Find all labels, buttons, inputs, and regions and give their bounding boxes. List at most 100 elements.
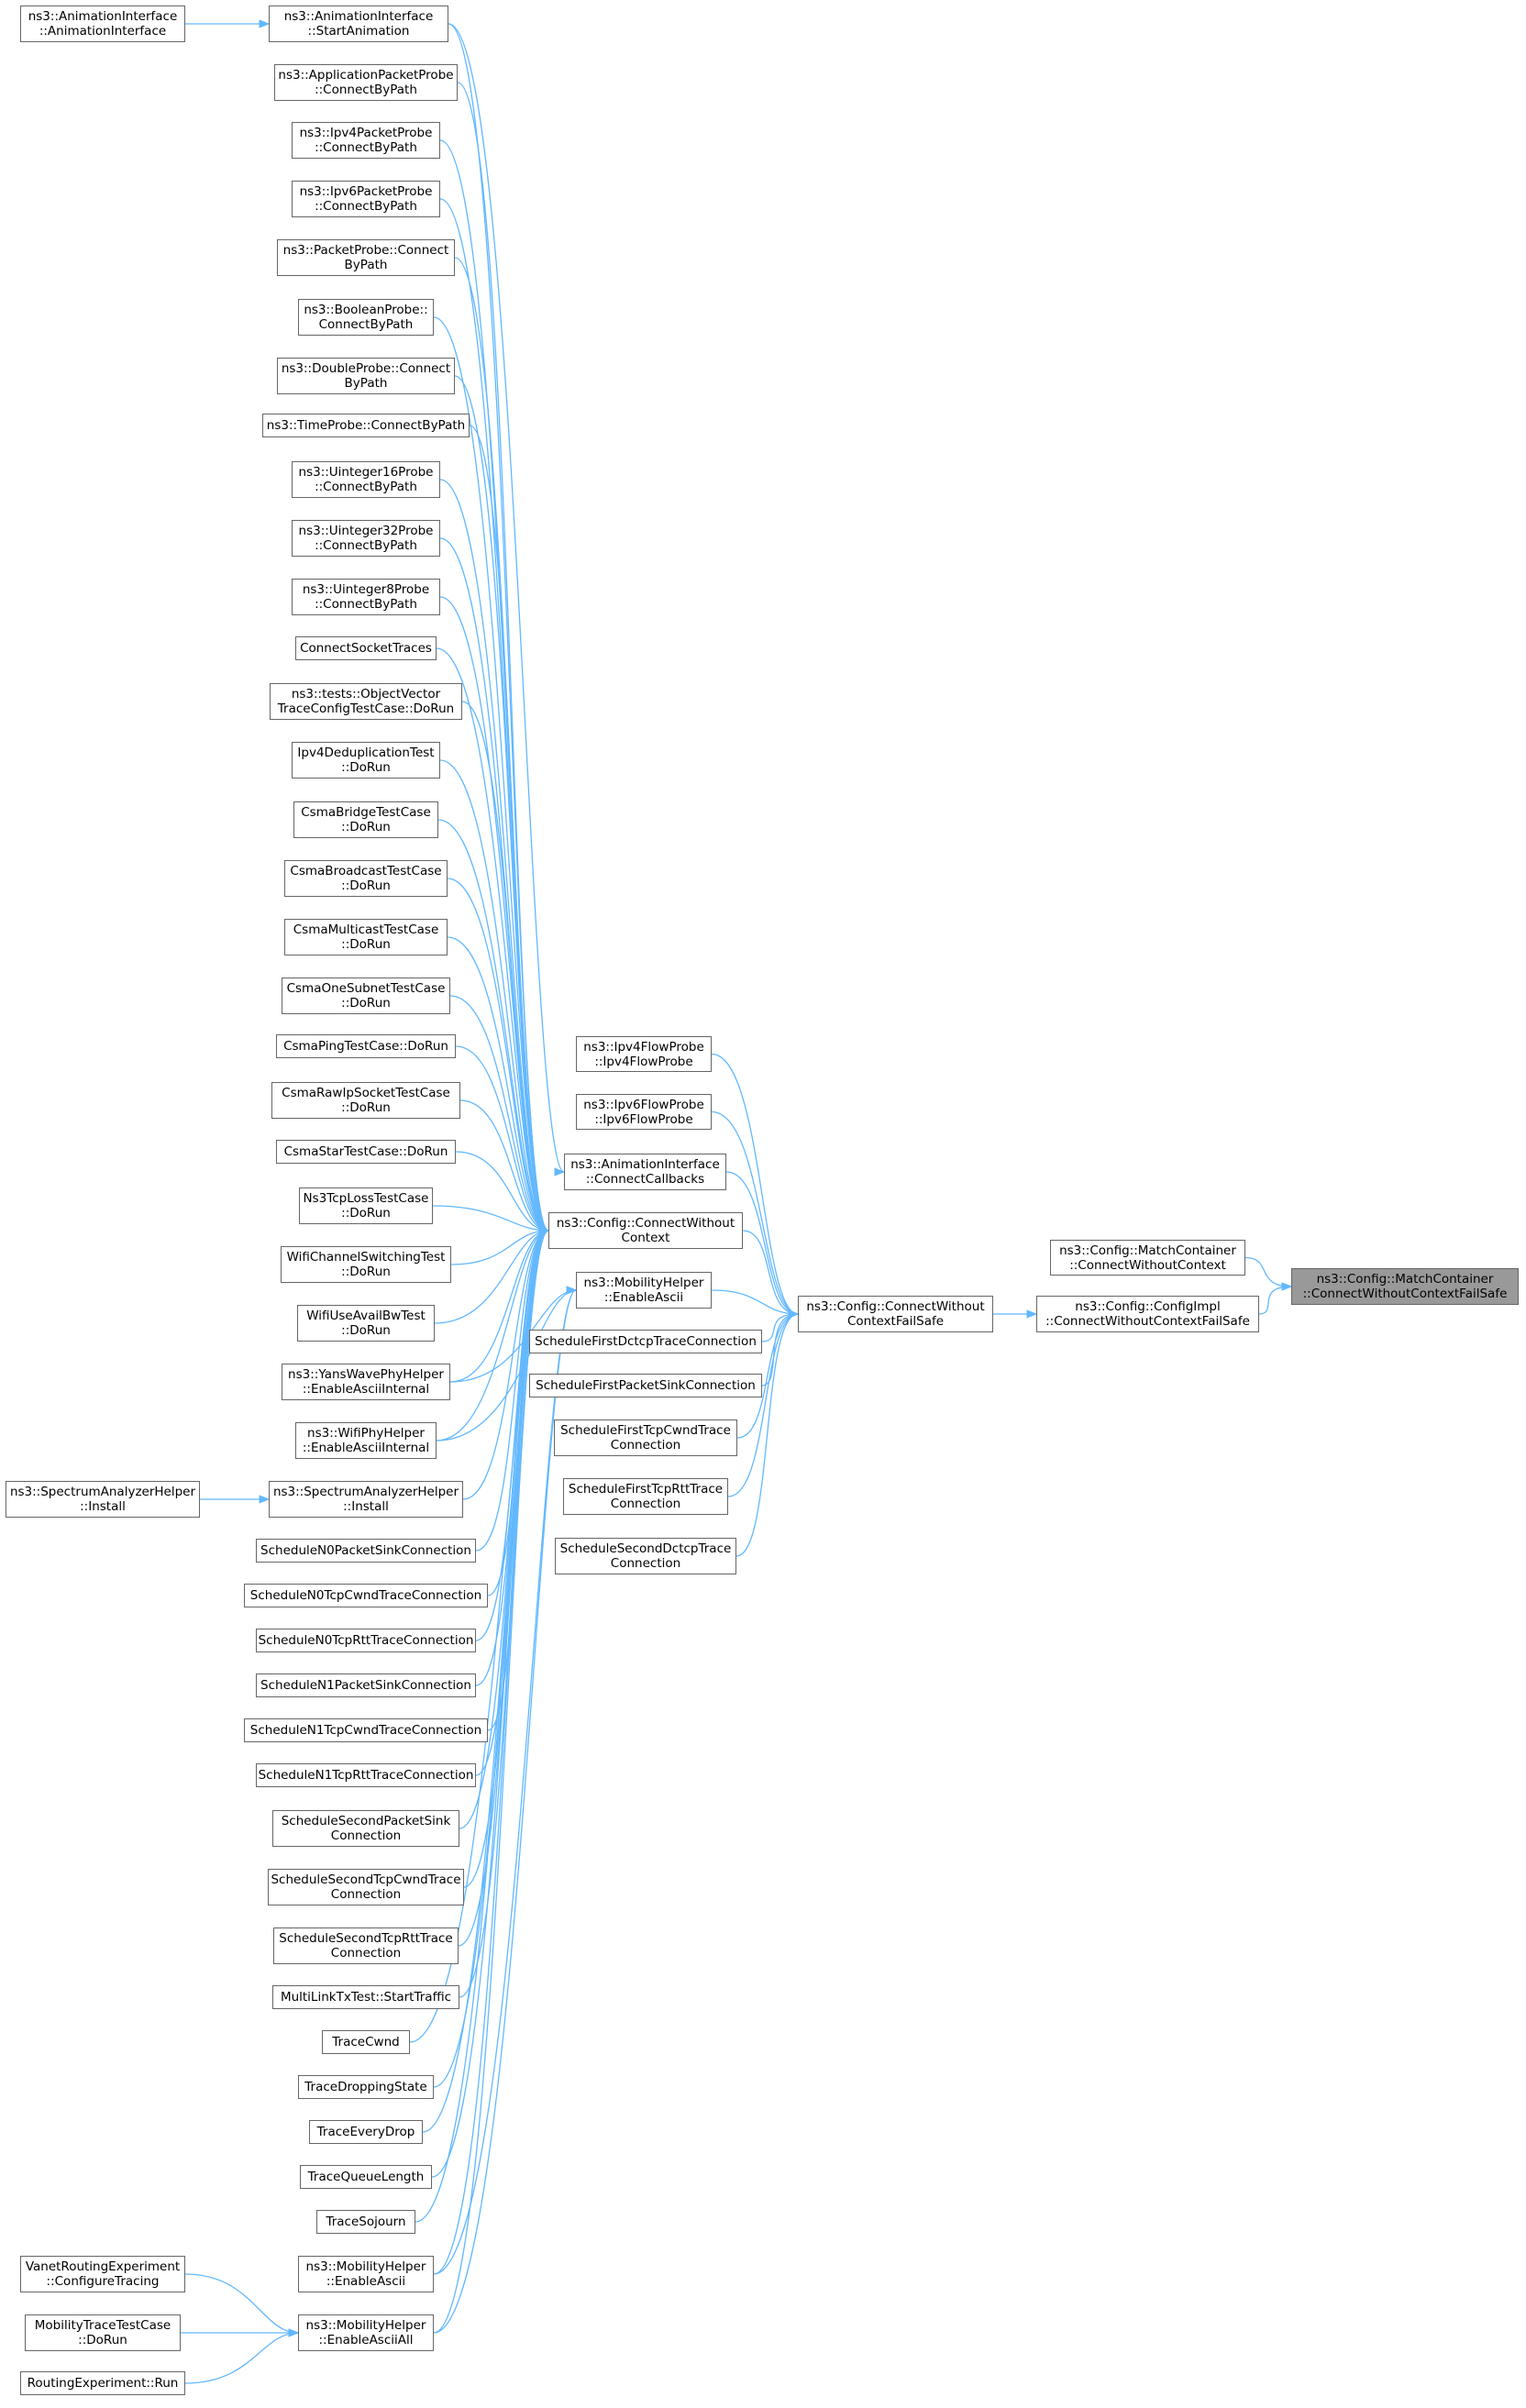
node-ipv6-flow-probe[interactable]: ns3::Ipv6FlowProbe::Ipv6FlowProbe bbox=[576, 1094, 712, 1130]
node-trace-cwnd[interactable]: TraceCwnd bbox=[322, 2030, 410, 2054]
node-label-line: ns3::AnimationInterface bbox=[28, 9, 178, 24]
node-wifi-use-avail-bw[interactable]: WifiUseAvailBwTest::DoRun bbox=[297, 1305, 435, 1342]
edge-wph-to-mhea bbox=[436, 1286, 578, 1441]
node-label-line: CsmaRawIpSocketTestCase bbox=[282, 1086, 450, 1100]
node-connect-socket-traces[interactable]: ConnectSocketTraces bbox=[295, 636, 437, 660]
node-wifi-phy-helper[interactable]: ns3::WifiPhyHelper::EnableAsciiInternal bbox=[295, 1422, 437, 1459]
node-routing-experiment-run[interactable]: RoutingExperiment::Run bbox=[20, 2371, 185, 2395]
node-schedule-n1-packet-sink[interactable]: ScheduleN1PacketSinkConnection bbox=[256, 1673, 476, 1697]
edge-csmastar-to-cwc bbox=[455, 1151, 550, 1235]
edge-sn1ps-to-cwc bbox=[475, 1226, 550, 1686]
node-uinteger8-probe[interactable]: ns3::Uinteger8Probe::ConnectByPath bbox=[292, 579, 440, 615]
node-label-line: ::DoRun bbox=[341, 1323, 391, 1338]
node-label-line: ScheduleSecondTcpCwndTrace bbox=[271, 1872, 461, 1887]
node-spectrum-analyzer-install-caller[interactable]: ns3::SpectrumAnalyzerHelper::Install bbox=[6, 1481, 200, 1518]
node-multilink-start-traffic[interactable]: MultiLinkTxTest::StartTraffic bbox=[272, 1985, 459, 2009]
node-label-line: ns3::ApplicationPacketProbe bbox=[278, 68, 454, 83]
edge-csmaping-to-cwc bbox=[455, 1045, 550, 1235]
node-schedule-n0-cwnd[interactable]: ScheduleN0TcpCwndTraceConnection bbox=[244, 1584, 488, 1607]
node-schedule-first-packet-sink[interactable]: ScheduleFirstPacketSinkConnection bbox=[529, 1374, 762, 1397]
node-time-probe[interactable]: ns3::TimeProbe::ConnectByPath bbox=[262, 414, 470, 437]
node-app-packet-probe[interactable]: ns3::ApplicationPacketProbe::ConnectByPa… bbox=[274, 64, 458, 101]
node-label-line: ns3::Config::ConfigImpl bbox=[1075, 1299, 1221, 1314]
node-mobility-enable-ascii-all[interactable]: ns3::MobilityHelper::EnableAsciiAll bbox=[298, 2314, 434, 2351]
node-label-line: ::DoRun bbox=[341, 878, 391, 893]
node-trace-every-drop[interactable]: TraceEveryDrop bbox=[309, 2120, 423, 2144]
node-label-line: ns3::SpectrumAnalyzerHelper bbox=[272, 1485, 459, 1499]
node-schedule-n1-rtt[interactable]: ScheduleN1TcpRttTraceConnection bbox=[256, 1763, 476, 1787]
node-csma-star[interactable]: CsmaStarTestCase::DoRun bbox=[276, 1140, 456, 1164]
node-vanet-configure-tracing[interactable]: VanetRoutingExperiment::ConfigureTracing bbox=[20, 2256, 185, 2292]
node-label-line: Ns3TcpLossTestCase bbox=[303, 1191, 429, 1206]
node-ns3-tcp-loss[interactable]: Ns3TcpLossTestCase::DoRun bbox=[299, 1187, 433, 1224]
edge-ipv4dd-to-cwc bbox=[439, 759, 550, 1235]
node-root[interactable]: ns3::Config::MatchContainer::ConnectWith… bbox=[1291, 1268, 1519, 1305]
node-csma-multicast[interactable]: CsmaMulticastTestCase::DoRun bbox=[284, 919, 448, 955]
node-label-line: Connection bbox=[330, 1946, 402, 1961]
node-label-line: TraceQueueLength bbox=[307, 2170, 425, 2184]
node-label-line: ::ConnectByPath bbox=[315, 83, 417, 97]
node-label-line: Connection bbox=[610, 1497, 681, 1511]
node-ipv6-packet-probe[interactable]: ns3::Ipv6PacketProbe::ConnectByPath bbox=[292, 181, 440, 217]
node-csma-ping[interactable]: CsmaPingTestCase::DoRun bbox=[276, 1034, 456, 1058]
node-schedule-first-dctcp[interactable]: ScheduleFirstDctcpTraceConnection bbox=[529, 1330, 762, 1353]
node-mobility-enable-ascii[interactable]: ns3::MobilityHelper::EnableAscii bbox=[576, 1272, 712, 1309]
node-label-line: ConnectByPath bbox=[318, 317, 414, 332]
node-animation-start[interactable]: ns3::AnimationInterface::StartAnimation bbox=[269, 6, 448, 42]
node-trace-queue-length[interactable]: TraceQueueLength bbox=[300, 2165, 432, 2189]
node-schedule-n0-packet-sink[interactable]: ScheduleN0PacketSinkConnection bbox=[256, 1539, 476, 1563]
node-ipv4-flow-probe[interactable]: ns3::Ipv4FlowProbe::Ipv4FlowProbe bbox=[576, 1036, 712, 1072]
edge-wph-to-cwc bbox=[436, 1226, 550, 1441]
node-label-line: ScheduleN0TcpRttTraceConnection bbox=[258, 1633, 474, 1648]
node-label-line: ::DoRun bbox=[341, 1100, 391, 1115]
node-schedule-n0-rtt[interactable]: ScheduleN0TcpRttTraceConnection bbox=[256, 1629, 476, 1652]
node-label-line: TraceCwnd bbox=[332, 2035, 400, 2049]
node-label-line: ::ConnectWithoutContextFailSafe bbox=[1302, 1287, 1508, 1301]
node-mobility-trace-test[interactable]: MobilityTraceTestCase::DoRun bbox=[25, 2314, 181, 2351]
node-mobility-enable-ascii-2[interactable]: ns3::MobilityHelper::EnableAscii bbox=[298, 2256, 434, 2292]
node-label-line: ScheduleSecondPacketSink bbox=[281, 1814, 451, 1828]
node-animation-connect-callbacks[interactable]: ns3::AnimationInterface::ConnectCallback… bbox=[564, 1154, 726, 1190]
node-csma-one-subnet[interactable]: CsmaOneSubnetTestCase::DoRun bbox=[282, 978, 450, 1014]
node-boolean-probe[interactable]: ns3::BooleanProbe::ConnectByPath bbox=[298, 299, 434, 336]
node-label-line: MultiLinkTxTest::StartTraffic bbox=[280, 1990, 452, 2005]
node-schedule-n1-cwnd[interactable]: ScheduleN1TcpCwndTraceConnection bbox=[244, 1718, 488, 1742]
node-uinteger16-probe[interactable]: ns3::Uinteger16Probe::ConnectByPath bbox=[292, 461, 440, 498]
node-trace-sojourn[interactable]: TraceSojourn bbox=[316, 2210, 415, 2234]
node-yans-wave-phy[interactable]: ns3::YansWavePhyHelper::EnableAsciiInter… bbox=[282, 1364, 450, 1400]
node-ipv4-dedup-test[interactable]: Ipv4DeduplicationTest::DoRun bbox=[292, 742, 440, 779]
node-label-line: Context bbox=[621, 1231, 670, 1245]
node-csma-raw-ip[interactable]: CsmaRawIpSocketTestCase::DoRun bbox=[271, 1082, 460, 1119]
node-label-line: ::DoRun bbox=[78, 2333, 127, 2347]
node-label-line: ns3::SpectrumAnalyzerHelper bbox=[9, 1485, 196, 1499]
node-label-line: ByPath bbox=[344, 258, 388, 272]
node-label-line: Connection bbox=[330, 1828, 402, 1843]
node-match-container-connect[interactable]: ns3::Config::MatchContainer::ConnectWith… bbox=[1050, 1240, 1245, 1276]
node-config-impl-failsafe[interactable]: ns3::Config::ConfigImpl::ConnectWithoutC… bbox=[1036, 1296, 1259, 1332]
node-csma-bridge[interactable]: CsmaBridgeTestCase::DoRun bbox=[293, 801, 438, 838]
node-csma-broadcast[interactable]: CsmaBroadcastTestCase::DoRun bbox=[284, 860, 448, 897]
node-ipv4-packet-probe[interactable]: ns3::Ipv4PacketProbe::ConnectByPath bbox=[292, 122, 440, 159]
node-label-line: ::Install bbox=[80, 1499, 126, 1514]
node-label-line: WifiChannelSwitchingTest bbox=[286, 1250, 446, 1265]
node-animation-constructor[interactable]: ns3::AnimationInterface::AnimationInterf… bbox=[20, 6, 185, 42]
node-label-line: ::DoRun bbox=[341, 1265, 391, 1279]
node-label-line: RoutingExperiment::Run bbox=[27, 2376, 179, 2391]
node-wifi-channel-switching[interactable]: WifiChannelSwitchingTest::DoRun bbox=[281, 1246, 451, 1283]
node-trace-dropping-state[interactable]: TraceDroppingState bbox=[298, 2075, 434, 2099]
node-label-line: CsmaOneSubnetTestCase bbox=[286, 981, 446, 996]
node-spectrum-analyzer-install[interactable]: ns3::SpectrumAnalyzerHelper::Install bbox=[269, 1481, 463, 1518]
node-uinteger32-probe[interactable]: ns3::Uinteger32Probe::ConnectByPath bbox=[292, 520, 440, 557]
